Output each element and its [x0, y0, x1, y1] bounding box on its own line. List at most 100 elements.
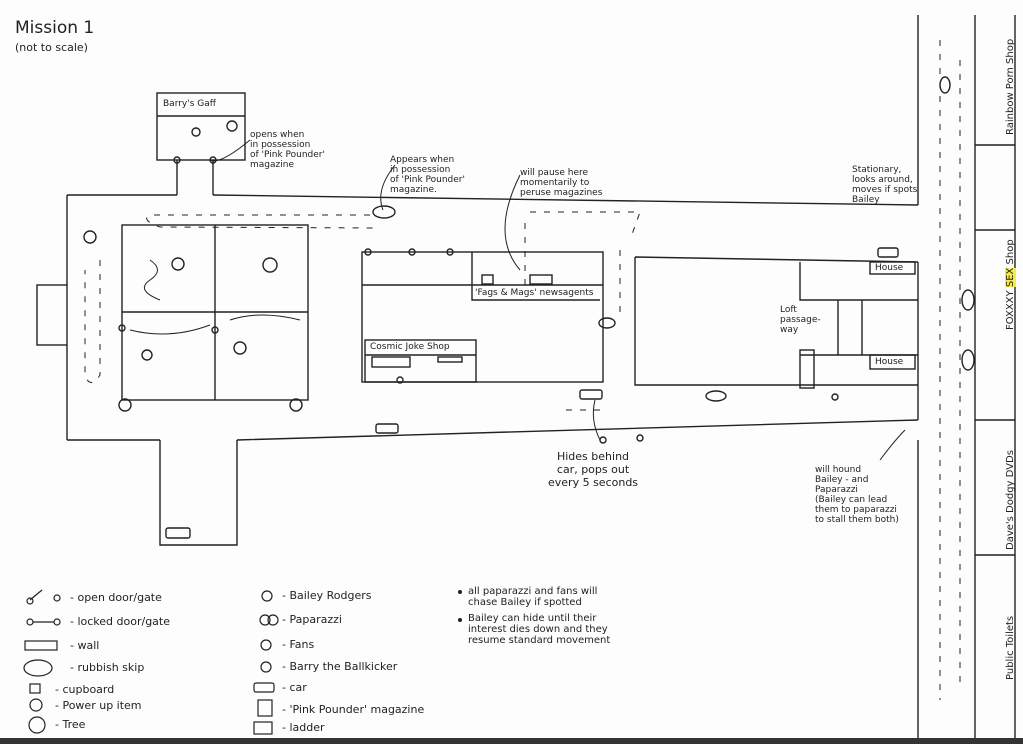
car-icon [877, 247, 899, 258]
barry-icon [191, 127, 201, 137]
powerup-icon [226, 120, 238, 132]
cupboard-icon [371, 356, 411, 368]
note-line: Appears when [390, 155, 455, 165]
high-street [917, 15, 1016, 738]
door-icon [173, 156, 181, 164]
trees [83, 230, 303, 412]
note-line: momentarily to [520, 178, 590, 188]
note-line: to stall them both) [815, 515, 899, 525]
joke-shop-label: Cosmic Joke Shop [370, 342, 450, 352]
public-toilets-label: Public Toilets [1005, 615, 1016, 680]
note-line: will hound [815, 465, 862, 475]
note-line: Hides behind [556, 450, 630, 463]
house-label: House [875, 357, 904, 367]
legend-fans: - Fans [282, 638, 315, 651]
legend-ladder: - ladder [282, 721, 325, 734]
note-line: every 5 seconds [548, 476, 639, 489]
annotation-arrows [209, 139, 906, 461]
note-line: way [780, 325, 799, 335]
legend-wall: - wall [70, 639, 100, 652]
legend-locked-door: - locked door/gate [70, 615, 170, 628]
daves-dvds-label: Dave's Dodgy DVDs [1005, 450, 1016, 550]
skip-icon [961, 349, 975, 371]
tree-icon [141, 349, 153, 361]
tree-icon [83, 230, 97, 244]
note-line: in possession [250, 140, 311, 150]
barrys-gaff-label: Barry's Gaff [163, 99, 216, 109]
note-line: peruse magazines [520, 188, 603, 198]
doors [118, 248, 839, 444]
gaff-door-note: opens when in possession of 'Pink Pounde… [250, 130, 325, 170]
sex-text: SEX [1005, 267, 1016, 288]
skip-icon [961, 289, 975, 311]
rainbow-porn-shop-label: Rainbow Porn Shop [1005, 38, 1016, 135]
note-line: opens when [250, 130, 305, 140]
car-icon [165, 527, 191, 539]
tree-icon [233, 341, 247, 355]
note-line: interest dies down and they [468, 624, 608, 635]
tree-icon [289, 398, 303, 412]
note-line: Stationary, [852, 165, 902, 175]
note-line: chase Bailey if spotted [468, 597, 582, 608]
skip-icon [598, 317, 616, 329]
shop-text: Shop [1005, 239, 1016, 265]
skip-icon [939, 76, 951, 94]
hound-note: will hound Bailey - and Paparazzi (Baile… [815, 465, 899, 525]
note-line: car, pops out [556, 463, 630, 476]
legend-magazine: - 'Pink Pounder' magazine [282, 703, 425, 716]
middle-block [361, 251, 616, 383]
note-line: them to paparazzi [815, 505, 897, 515]
legend-open-door: - open door/gate [70, 591, 162, 604]
barrys-gaff-building [156, 92, 246, 195]
stationary-note: Stationary, looks around, moves if spots… [852, 165, 917, 205]
note-line: resume standard movement [468, 635, 611, 646]
note-line: Bailey - and [815, 475, 869, 485]
note-line: in possession [390, 165, 451, 175]
note-line: of 'Pink Pounder' [390, 175, 465, 185]
note-line: Bailey can hide until their [468, 613, 597, 624]
note-line: magazine [250, 160, 294, 170]
main-road [36, 194, 919, 546]
legend-skip: - rubbish skip [70, 661, 145, 674]
house-label: House [875, 263, 904, 273]
tree-icon [118, 398, 132, 412]
legend-powerup: - Power up item [55, 699, 142, 712]
note-line: Loft [780, 305, 797, 315]
note-line: all paparazzi and fans will [468, 586, 598, 597]
note-line: will pause here [520, 168, 589, 178]
foxxxy-shop-label: FOXXXY SEX Shop [1005, 239, 1016, 330]
cupboard-icon [799, 349, 815, 389]
newsagent-label: 'Fags & Mags' newsagents [475, 288, 594, 298]
legend-bailey: - Bailey Rodgers [282, 589, 372, 602]
loft-note: Loft passage- way [780, 305, 821, 335]
note-line: moves if spots [852, 185, 918, 195]
tree-icon [262, 257, 278, 273]
skip-note: Appears when in possession of 'Pink Poun… [390, 155, 465, 195]
tree-icon [171, 257, 185, 271]
note-line: Paparazzi [815, 485, 858, 495]
legend-paparazzi: - Paparazzi [282, 613, 342, 626]
legend-cupboard: - cupboard [55, 683, 115, 696]
legend-barry: - Barry the Ballkicker [282, 660, 398, 673]
map-title: Mission 1 [15, 18, 95, 38]
note-bullets [458, 590, 462, 622]
note-line: looks around, [852, 175, 913, 185]
note-line: Bailey [852, 195, 880, 205]
patrol-paths [84, 40, 961, 700]
legend-car: - car [282, 681, 307, 694]
map-subtitle: (not to scale) [15, 41, 88, 54]
legend-icons [23, 589, 279, 735]
right-block [634, 256, 919, 402]
foxxxy-text: FOXXXY [1005, 290, 1016, 330]
note-line: passage- [780, 315, 821, 325]
note-line: (Bailey can lead [815, 495, 888, 505]
note-line: of 'Pink Pounder' [250, 150, 325, 160]
skip-icon [372, 205, 396, 219]
car-icon [579, 389, 603, 400]
legend-tree: - Tree [55, 718, 86, 731]
note-line: magazine. [390, 185, 437, 195]
wall-icon [437, 356, 463, 363]
park-block [121, 224, 309, 401]
